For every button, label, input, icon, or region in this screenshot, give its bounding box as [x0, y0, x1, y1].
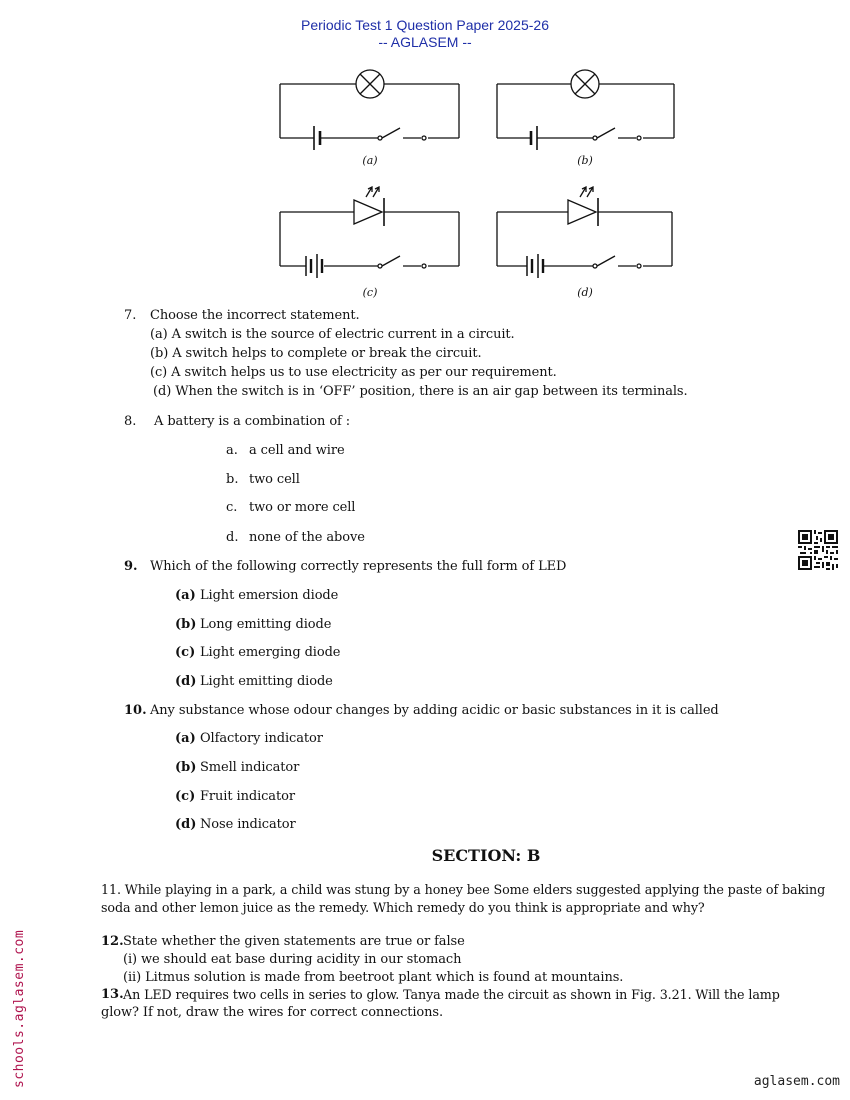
- question-8-option-c: two or more cell: [249, 500, 356, 515]
- question-13-text-line1: An LED requires two cells in series to g…: [123, 987, 780, 1002]
- question-8-option-d-label: d.: [226, 530, 239, 545]
- question-10-number: 10.: [124, 703, 147, 718]
- question-10-option-b: Smell indicator: [200, 760, 300, 775]
- question-9-option-b: Long emitting diode: [200, 617, 332, 632]
- switch-icon: [377, 255, 427, 269]
- question-8-text: A battery is a combination of :: [154, 414, 351, 429]
- question-8-option-c-label: c.: [226, 500, 238, 515]
- question-8-option-b: two cell: [249, 472, 300, 487]
- question-13-text-line2: glow? If not, draw the wires for correct…: [101, 1005, 444, 1020]
- switch-icon: [592, 127, 642, 141]
- question-10-option-d: Nose indicator: [200, 817, 296, 832]
- question-9-option-a-label: (a): [175, 588, 196, 603]
- header-title: Periodic Test 1 Question Paper 2025-26: [300, 17, 549, 33]
- question-9-option-a: Light emersion diode: [200, 588, 339, 603]
- side-watermark: schools.aglasem.com: [12, 929, 27, 1088]
- question-9-option-d: Light emitting diode: [200, 674, 333, 689]
- question-8-option-a-label: a.: [226, 443, 238, 458]
- bulb-icon: [570, 69, 600, 99]
- question-8-number: 8.: [124, 414, 137, 429]
- question-12-item-i: (i) we should eat base during acidity in…: [123, 952, 462, 967]
- question-12-item-ii: (ii) Litmus solution is made from beetro…: [123, 970, 624, 985]
- question-11-text-line2: soda and other lemon juice as the remedy…: [101, 900, 705, 915]
- cell-icon: [529, 126, 538, 150]
- figure-caption-c: (c): [363, 286, 378, 299]
- figure-caption-d: (d): [577, 286, 593, 299]
- battery-icon: [305, 254, 324, 278]
- question-8-option-d: none of the above: [249, 530, 365, 545]
- question-9-number: 9.: [124, 559, 138, 574]
- bulb-icon: [355, 69, 385, 99]
- question-7-number: 7.: [124, 308, 137, 323]
- figure-caption-b: (b): [577, 154, 593, 167]
- question-11-text-line1: 11. While playing in a park, a child was…: [101, 882, 826, 897]
- battery-icon: [526, 254, 545, 278]
- circuit-diagram-b: (b): [496, 69, 675, 167]
- question-7-option-b: (b) A switch helps to complete or break …: [150, 346, 482, 361]
- switch-icon: [592, 255, 642, 269]
- footer-watermark: aglasem.com: [753, 1074, 840, 1089]
- question-12-number: 12.: [101, 934, 124, 949]
- led-icon: [353, 185, 385, 226]
- question-13-number: 13.: [101, 987, 124, 1002]
- question-7-option-c: (c) A switch helps us to use electricity…: [150, 365, 557, 380]
- circuit-diagram-d: (d): [496, 185, 673, 299]
- qr-code-icon: [798, 530, 838, 570]
- question-9-option-d-label: (d): [175, 674, 197, 689]
- question-9-option-b-label: (b): [175, 617, 197, 632]
- question-10-option-c: Fruit indicator: [200, 789, 295, 804]
- question-9-option-c-label: (c): [175, 645, 196, 660]
- question-10-option-b-label: (b): [175, 760, 197, 775]
- switch-icon: [377, 127, 427, 141]
- circuit-diagram-a: (a): [279, 69, 460, 167]
- circuit-diagram-c: (c): [279, 185, 460, 299]
- question-7-option-d: (d) When the switch is in ‘OFF’ position…: [153, 384, 688, 399]
- question-9-option-c: Light emerging diode: [200, 645, 341, 660]
- question-7-option-a: (a) A switch is the source of electric c…: [150, 327, 515, 342]
- question-12-text: State whether the given statements are t…: [123, 934, 465, 949]
- question-8-option-a: a cell and wire: [249, 443, 345, 458]
- led-icon: [567, 185, 599, 226]
- question-9-text: Which of the following correctly represe…: [150, 559, 567, 574]
- question-8-option-b-label: b.: [226, 472, 239, 487]
- question-7-text: Choose the incorrect statement.: [150, 308, 360, 323]
- header-subtitle: -- AGLASEM --: [378, 34, 472, 50]
- question-10-text: Any substance whose odour changes by add…: [150, 703, 719, 718]
- cell-icon: [313, 126, 322, 150]
- question-10-option-a: Olfactory indicator: [200, 731, 323, 746]
- section-b-heading: SECTION: B: [431, 846, 541, 865]
- question-10-option-a-label: (a): [175, 731, 196, 746]
- figure-caption-a: (a): [362, 154, 377, 167]
- question-10-option-c-label: (c): [175, 789, 196, 804]
- question-10-option-d-label: (d): [175, 817, 197, 832]
